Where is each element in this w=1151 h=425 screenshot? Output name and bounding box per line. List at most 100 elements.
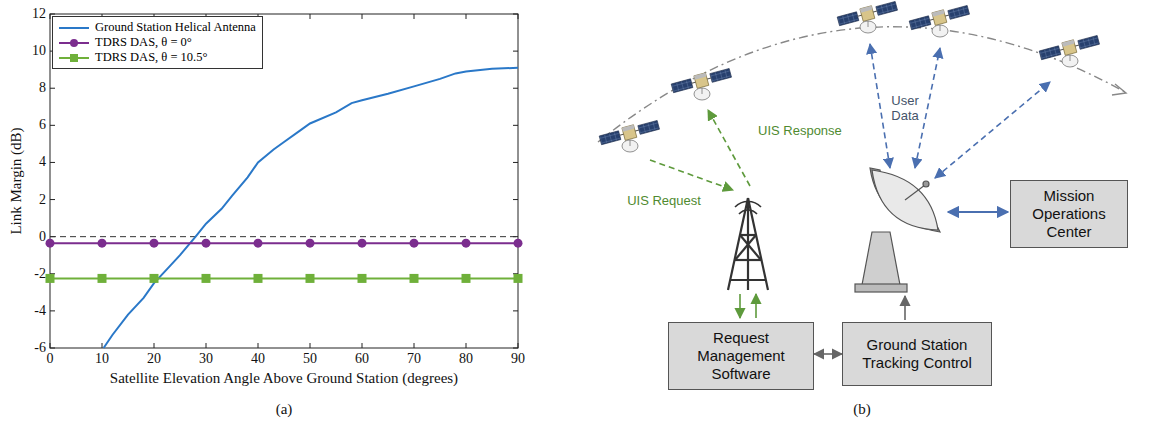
box-text: Mission Operations Center [1017, 187, 1121, 241]
x-tick [102, 343, 103, 348]
marker-circle [514, 239, 523, 248]
y-tick-label: 2 [39, 192, 46, 208]
x-tick-label: 80 [459, 351, 473, 367]
marker-square [514, 274, 523, 283]
y-tick [50, 310, 55, 311]
x-tick-label: 90 [511, 351, 525, 367]
x-tick-label: 50 [303, 351, 317, 367]
x-tick [414, 343, 415, 348]
x-tick-label: 70 [407, 351, 421, 367]
x-tick [310, 343, 311, 348]
x-tick [466, 343, 467, 348]
panel-label: (b) [853, 401, 871, 418]
y-tick [50, 348, 55, 349]
helical-curve [104, 68, 518, 348]
y-tick [50, 162, 55, 163]
chart-legend: Ground Station Helical AntennaTDRS DAS, … [52, 16, 263, 69]
flow-label: User Data [885, 93, 925, 123]
plot-frame [50, 14, 518, 348]
x-tick-label: 30 [199, 351, 213, 367]
x-tick-label: 60 [355, 351, 369, 367]
marker-circle [358, 239, 367, 248]
marker-square [202, 274, 211, 283]
marker-square [410, 274, 419, 283]
y-tick-label: 6 [39, 117, 46, 133]
x-tick [362, 343, 363, 348]
marker-square [150, 274, 159, 283]
process-box: Request Management Software [668, 322, 814, 390]
zero-line [50, 236, 518, 237]
y-tick [513, 162, 518, 163]
marker-circle [462, 239, 471, 248]
y-tick [50, 199, 55, 200]
marker-square [98, 274, 107, 283]
y-tick [513, 51, 518, 52]
x-tick [258, 343, 259, 348]
x-tick [362, 14, 363, 19]
y-tick [513, 88, 518, 89]
legend-sample [57, 37, 91, 49]
legend-text: TDRS DAS, θ = 0° [95, 35, 192, 50]
y-tick [513, 199, 518, 200]
y-tick [50, 14, 55, 15]
legend-sample [57, 52, 91, 64]
legend-row: Ground Station Helical Antenna [57, 20, 256, 35]
y-tick [513, 348, 518, 349]
marker-circle [46, 239, 55, 248]
marker-square [358, 274, 367, 283]
marker-circle [98, 239, 107, 248]
y-tick [513, 125, 518, 126]
y-tick-label: -2 [34, 266, 46, 282]
y-tick-label: 8 [39, 80, 46, 96]
x-tick [518, 14, 519, 19]
flow-label: UIS Request [627, 193, 701, 208]
process-box: Mission Operations Center [1010, 180, 1128, 248]
tdrs-0-line [50, 242, 518, 244]
marker-square [254, 274, 263, 283]
y-axis-label: Link Margin (dB) [8, 127, 25, 234]
process-box: Ground Station Tracking Control [842, 322, 992, 386]
x-tick-label: 40 [251, 351, 265, 367]
tdrs-105-line [50, 277, 518, 279]
y-tick-label: 4 [39, 154, 46, 170]
x-axis-label: Satellite Elevation Angle Above Ground S… [110, 370, 458, 387]
panel-label: (a) [276, 401, 293, 418]
y-tick-label: 0 [39, 229, 46, 245]
x-tick [518, 343, 519, 348]
x-tick [50, 14, 51, 19]
y-tick [513, 310, 518, 311]
y-tick-label: -4 [34, 303, 46, 319]
box-text: Request Management Software [675, 329, 807, 383]
x-tick [50, 343, 51, 348]
x-tick-label: 10 [95, 351, 109, 367]
x-tick [154, 343, 155, 348]
marker-circle [150, 239, 159, 248]
marker-circle [410, 239, 419, 248]
y-tick [50, 88, 55, 89]
x-tick-label: 0 [47, 351, 54, 367]
x-tick-label: 20 [147, 351, 161, 367]
x-tick [414, 14, 415, 19]
box-text: Ground Station Tracking Control [849, 336, 985, 372]
x-tick [206, 343, 207, 348]
x-tick [466, 14, 467, 19]
y-tick-label: 10 [32, 43, 46, 59]
y-tick [513, 14, 518, 15]
marker-square [462, 274, 471, 283]
legend-row: TDRS DAS, θ = 10.5° [57, 50, 256, 65]
y-tick-label: -6 [34, 340, 46, 356]
legend-sample [57, 22, 91, 34]
y-tick-label: 12 [32, 6, 46, 22]
marker-circle [254, 239, 263, 248]
legend-row: TDRS DAS, θ = 0° [57, 35, 256, 50]
marker-square [46, 274, 55, 283]
flow-label: UIS Response [758, 123, 842, 138]
marker-circle [306, 239, 315, 248]
x-tick [310, 14, 311, 19]
connector [814, 353, 842, 355]
marker-square [306, 274, 315, 283]
marker-circle [202, 239, 211, 248]
legend-text: TDRS DAS, θ = 10.5° [95, 50, 208, 65]
legend-text: Ground Station Helical Antenna [95, 20, 256, 35]
y-tick [50, 125, 55, 126]
